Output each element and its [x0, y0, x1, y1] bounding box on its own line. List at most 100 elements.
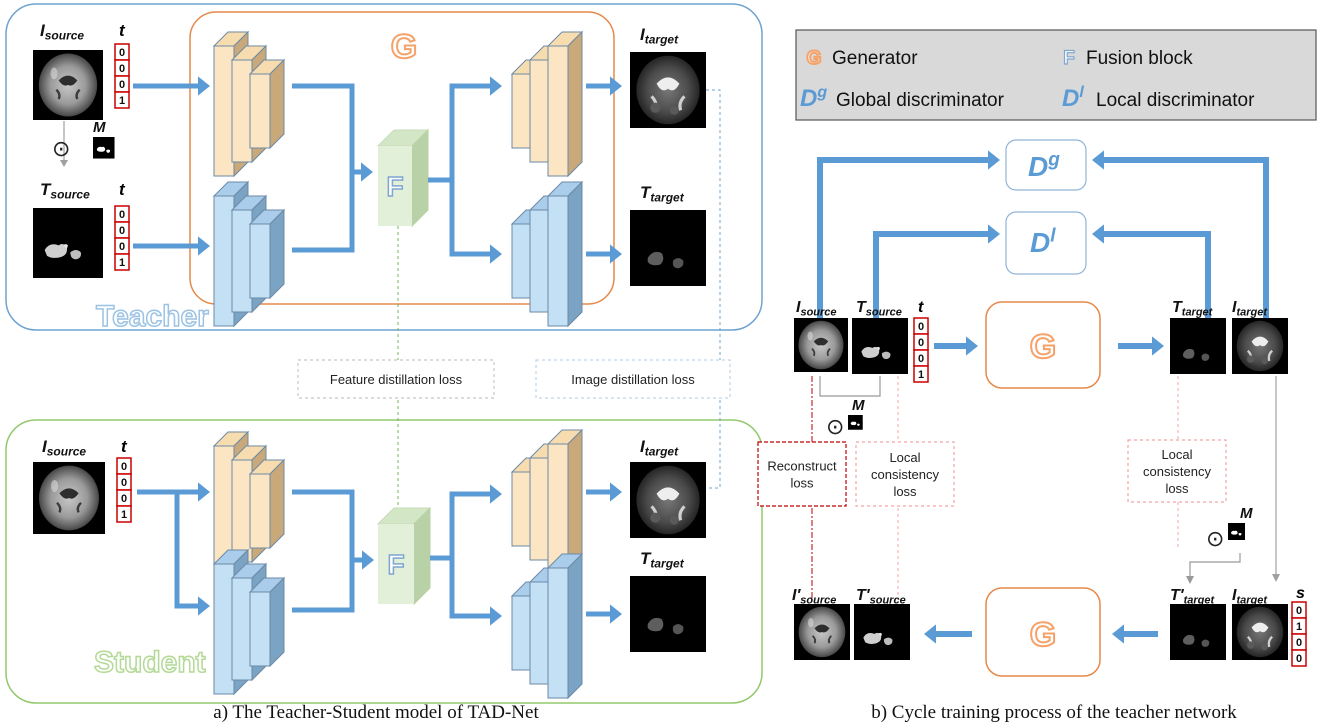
cycle-odot-left: ⊙ — [826, 414, 844, 439]
from-generator-top-arrow — [1118, 336, 1164, 356]
teacher-onehot-1-cell-3 — [114, 91, 130, 109]
cycle-i-target-label: Itarget — [1232, 299, 1268, 319]
legend-fusion-text: Fusion block — [1086, 48, 1193, 69]
teacher-input-arrow-1-head — [198, 76, 210, 96]
cycle-t-source-image — [852, 318, 908, 374]
cycle-onehot-t-value-3: 1 — [918, 369, 924, 381]
teacher-output-arrow-2 — [586, 244, 622, 264]
cycle-mask-label-right: M — [1240, 505, 1253, 522]
teacher-encoder-1-layer-3 — [248, 58, 286, 150]
cycle-t-label: t — [918, 299, 924, 316]
student-t-target-label: Ttarget — [640, 549, 685, 571]
legend-local-symbol: Dl — [1062, 84, 1084, 112]
teacher-fusion-to-dec2-line — [449, 180, 496, 257]
local-discriminator-label: Dl — [1030, 225, 1056, 258]
to-generator-top-arrow-head — [966, 336, 978, 356]
cycle-onehot-t-value-2: 0 — [918, 353, 924, 365]
teacher-i-target-image — [628, 50, 708, 130]
student-fusion-to-dec2 — [449, 558, 502, 626]
teacher-fusion-block-label: F — [386, 171, 403, 202]
teacher-odot: ⊙ — [52, 136, 70, 161]
from-generator-top-arrow-head — [1152, 336, 1164, 356]
image-loss-link — [706, 89, 721, 489]
target-to-global-arrow — [1092, 150, 1269, 318]
source-to-local-arrow-line — [873, 231, 994, 318]
teacher-input-arrow-2-head — [198, 236, 210, 256]
cycle-odot-right: ⊙ — [1206, 526, 1224, 551]
student-encoder-1 — [212, 430, 286, 578]
local-discriminator-box — [1005, 211, 1087, 275]
target-down-head — [1272, 574, 1280, 582]
source-to-local-arrow-head — [988, 224, 1000, 244]
teacher-fusion-block: F — [376, 128, 430, 228]
teacher-enc2-to-fusion-line — [292, 169, 367, 253]
teacher-decoder-1 — [510, 30, 584, 178]
teacher-onehot-2-cell-3 — [114, 253, 130, 271]
student-fusion-to-dec2-line — [449, 558, 496, 619]
student-t-label: t — [121, 437, 128, 456]
local-consistency-loss-left-box — [855, 441, 955, 507]
teacher-mask-image — [93, 137, 115, 159]
teacher-t-target-image — [630, 210, 706, 286]
cycle-onehot-s-value-0: 0 — [1296, 605, 1302, 617]
teacher-encoder-1 — [212, 30, 286, 178]
cycle-onehot-s-value-2: 0 — [1296, 637, 1302, 649]
reconstruct-loss-box — [757, 441, 847, 507]
teacher-decoder-2-layer-3 — [546, 180, 584, 328]
cycle-onehot-t-cell-3 — [913, 365, 929, 383]
cycle-i-target-2-label: Itarget — [1232, 587, 1268, 607]
student-enc2-to-fusion — [292, 560, 355, 613]
source-to-local-arrow — [873, 224, 1000, 318]
cycle-i-source-label: Isource — [796, 299, 837, 319]
teacher-encoder-2 — [212, 180, 286, 328]
feature-distillation-loss-line-0: Feature distillation loss — [330, 372, 463, 387]
teacher-output-arrow-1-head — [610, 76, 622, 96]
generator-top-box — [985, 301, 1101, 389]
teacher-output-arrow-1 — [586, 76, 622, 96]
student-decoder-1-layer-3 — [546, 428, 584, 576]
student-encoder-2 — [212, 548, 286, 696]
student-input-arrow-2 — [174, 492, 210, 616]
student-enc1-to-fusion-head — [362, 550, 374, 570]
student-encoder-1-layer-3 — [248, 458, 286, 550]
feature-distillation-loss: Feature distillation loss — [297, 359, 495, 399]
cycle-t-target-label: Ttarget — [1172, 299, 1214, 319]
student-fusion-block: F — [376, 506, 432, 606]
teacher-t-target-label: Ttarget — [640, 183, 685, 205]
mask-bracket-left — [819, 376, 881, 397]
cycle-t-target-image — [1170, 318, 1226, 374]
student-output-arrow-2 — [586, 604, 622, 624]
target-to-local-arrow — [1092, 224, 1211, 318]
student-fusion-block-label: F — [387, 549, 404, 580]
student-enc1-to-fusion — [292, 489, 374, 570]
student-t-target-image — [630, 576, 706, 652]
legend-generator-text: Generator — [832, 48, 918, 69]
teacher-encoder-2-layer-3 — [248, 208, 286, 300]
mask-bracket-right — [1189, 553, 1241, 580]
target-to-global-arrow-line — [1098, 157, 1269, 318]
teacher-onehot-1-value-0: 0 — [119, 47, 125, 59]
local-consistency-loss-right-line-0: Local — [1161, 447, 1192, 462]
cycle-t-source-label: Tsource — [856, 299, 902, 319]
teacher-onehot-2-value-1: 0 — [119, 225, 125, 237]
student-output-arrow-2-head — [610, 604, 622, 624]
teacher-i-source-label: Isource — [40, 21, 84, 43]
student-fusion-to-dec1-line — [430, 491, 496, 561]
student-fusion-to-dec2-head — [490, 606, 502, 626]
student-enc2-to-fusion-line — [292, 560, 355, 613]
generator-bottom-label: G — [1030, 616, 1056, 654]
local-consistency-loss-left-line-1: consistency — [871, 467, 939, 482]
student-onehot-value-2: 0 — [121, 493, 127, 505]
to-generator-bottom-arrow-head — [1112, 624, 1124, 644]
cycle-s-label: s — [1296, 585, 1305, 602]
student-i-target-label: Itarget — [640, 437, 679, 459]
teacher-enc1-to-fusion-line — [292, 83, 355, 172]
student-decoder-2 — [510, 552, 584, 700]
mask-bracket-right-head — [1186, 576, 1194, 584]
